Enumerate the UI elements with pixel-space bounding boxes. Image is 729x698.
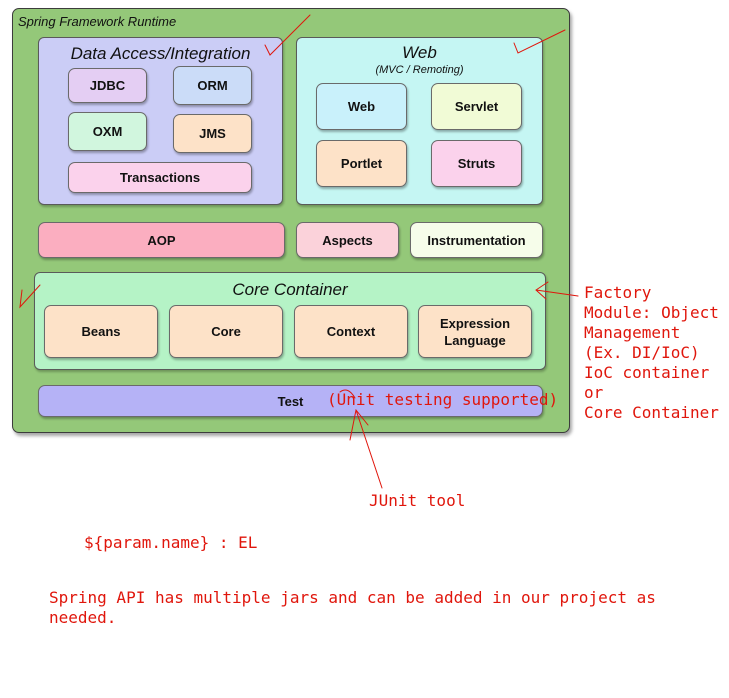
oxm-module: OXM — [68, 112, 147, 151]
runtime-title: Spring Framework Runtime — [18, 14, 177, 29]
jdbc-module: JDBC — [68, 68, 147, 103]
orm-module: ORM — [173, 66, 252, 105]
servlet-module: Servlet — [431, 83, 522, 130]
factory-module-note: Factory Module: Object Management (Ex. D… — [584, 283, 719, 422]
transactions-module: Transactions — [68, 162, 252, 193]
aop-module: AOP — [38, 222, 285, 258]
beans-module: Beans — [44, 305, 158, 358]
web-module: Web — [316, 83, 407, 130]
expression-language-module: Expression Language — [418, 305, 532, 358]
data-access-title: Data Access/Integration — [70, 44, 251, 63]
jms-module: JMS — [173, 114, 252, 153]
instrumentation-module: Instrumentation — [410, 222, 543, 258]
check-mark-web — [513, 29, 566, 54]
aspects-module: Aspects — [296, 222, 399, 258]
portlet-module: Portlet — [316, 140, 407, 187]
junit-tool-note: JUnit tool — [369, 491, 466, 510]
unit-testing-note: (Unit testing supported) — [327, 390, 559, 409]
jars-note: Spring API has multiple jars and can be … — [49, 588, 656, 627]
web-title: Web — [402, 43, 437, 62]
test-label: Test — [277, 393, 304, 409]
arrow-junit — [349, 408, 383, 489]
test-module: Test — [38, 385, 543, 417]
el-note: ${param.name} : EL — [84, 533, 258, 552]
core-container-title: Core Container — [232, 280, 348, 299]
check-mark-core — [19, 284, 41, 309]
unit-scribble — [339, 389, 356, 399]
struts-module: Struts — [431, 140, 522, 187]
core-module: Core — [169, 305, 283, 358]
context-module: Context — [294, 305, 408, 358]
check-mark-data-access — [264, 14, 311, 56]
arrow-core-container — [535, 281, 579, 300]
web-subtitle: (MVC / Remoting) — [375, 64, 464, 76]
